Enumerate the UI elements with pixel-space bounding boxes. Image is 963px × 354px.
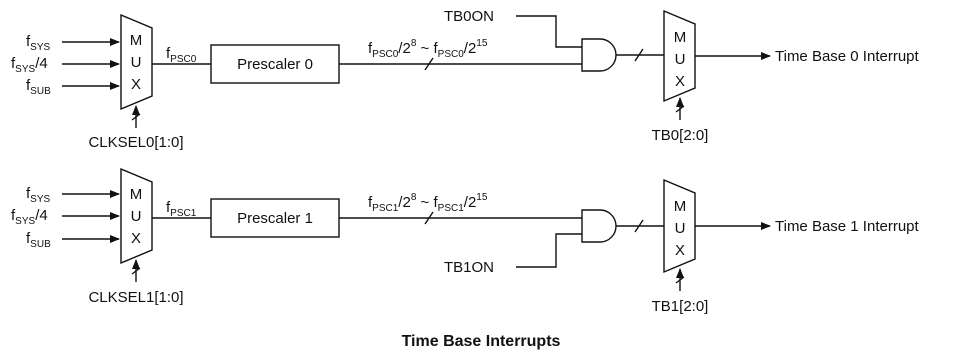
svg-text:X: X [675, 73, 685, 90]
clksel-0: CLKSEL0[1:0] [88, 105, 184, 151]
fpsc-label-0: fPSC0 [166, 45, 197, 65]
clksel-label-0: CLKSEL0[1:0] [88, 134, 183, 151]
tbsel-label-0: TB0[2:0] [652, 127, 709, 144]
enable-label-0: TB0ON [444, 8, 494, 25]
diagram-caption: Time Base Interrupts [402, 333, 561, 350]
output-0: Time Base 0 Interrupt [695, 48, 920, 65]
input-fsys4-1: fSYS/4 [11, 207, 120, 227]
svg-text:fSYS: fSYS [26, 33, 51, 53]
input-fsub-1: fSUB [26, 230, 120, 250]
input-fsys-0: fSYS [26, 33, 120, 53]
svg-text:X: X [131, 76, 141, 93]
input-fsub-0: fSUB [26, 77, 120, 97]
svg-text:Time Base 1 Interrupt: Time Base 1 Interrupt [775, 218, 920, 235]
tbsel-1: TB1[2:0] [652, 268, 709, 315]
svg-text:U: U [675, 51, 686, 68]
and-gate-0 [581, 38, 617, 72]
fpsc-label-1: fPSC1 [166, 199, 197, 219]
channel-0: fSYS fSYS/4 fSUB M U X CLKSEL0[1:0] fPSC… [11, 8, 920, 151]
tbsel-label-1: TB1[2:0] [652, 298, 709, 315]
clock-mux-1: M U X [120, 167, 153, 265]
svg-text:fSYS/4: fSYS/4 [11, 207, 48, 227]
input-fsys-1: fSYS [26, 185, 120, 205]
prescaler-1: Prescaler 1 [210, 198, 340, 238]
svg-text:M: M [674, 198, 687, 215]
input-fsys4-0: fSYS/4 [11, 55, 120, 75]
output-mux-1: M U X [663, 178, 696, 274]
enable-label-1: TB1ON [444, 259, 494, 276]
tbsel-0: TB0[2:0] [652, 97, 709, 144]
svg-text:fSYS: fSYS [26, 185, 51, 205]
svg-text:Prescaler 0: Prescaler 0 [237, 56, 313, 73]
svg-text:fSUB: fSUB [26, 230, 51, 250]
output-mux-0: M U X [663, 9, 696, 103]
svg-text:U: U [131, 208, 142, 225]
output-1: Time Base 1 Interrupt [695, 218, 920, 235]
prescaler-0: Prescaler 0 [210, 44, 340, 84]
svg-text:M: M [130, 186, 143, 203]
svg-text:X: X [131, 230, 141, 247]
svg-text:fSUB: fSUB [26, 77, 51, 97]
svg-text:Prescaler 1: Prescaler 1 [237, 210, 313, 227]
svg-text:X: X [675, 242, 685, 259]
clksel-label-1: CLKSEL1[1:0] [88, 289, 183, 306]
clock-mux-0: M U X [120, 13, 153, 111]
svg-text:Time Base 0 Interrupt: Time Base 0 Interrupt [775, 48, 920, 65]
channel-1: fSYS fSYS/4 fSUB M U X CLKSEL1[1:0] fPSC… [11, 167, 920, 315]
range-label-0: fPSC0/28 ~ fPSC0/215 [368, 38, 488, 60]
svg-text:M: M [130, 32, 143, 49]
svg-text:fSYS/4: fSYS/4 [11, 55, 48, 75]
clksel-1: CLKSEL1[1:0] [88, 259, 184, 306]
svg-text:U: U [131, 54, 142, 71]
and-gate-1 [581, 209, 617, 243]
svg-text:U: U [675, 220, 686, 237]
range-label-1: fPSC1/28 ~ fPSC1/215 [368, 192, 488, 214]
svg-text:M: M [674, 29, 687, 46]
